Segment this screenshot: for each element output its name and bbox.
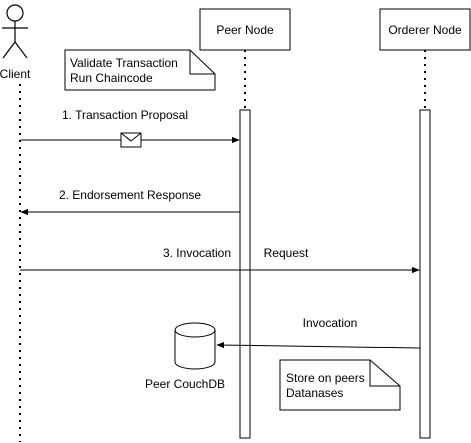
orderer-activation-bar	[419, 109, 431, 439]
store-note[interactable]	[279, 359, 401, 411]
validate-note[interactable]	[64, 49, 216, 91]
peer-node-box[interactable]	[199, 8, 291, 51]
validate-note-line2: Run Chaincode	[70, 71, 153, 85]
store-note-line2: Datanases	[286, 386, 343, 400]
orderer-node-label: Orderer Node	[388, 23, 462, 37]
invocation-request-label: 3. Invocation	[163, 246, 231, 260]
store-note-line1: Store on peers	[286, 371, 365, 385]
envelope-icon	[120, 132, 142, 148]
invocation-return-label: Invocation	[303, 316, 358, 330]
peer-node-label: Peer Node	[216, 23, 274, 37]
invocation-return-arrow[interactable]	[216, 341, 421, 349]
database-label: Peer CouchDB	[145, 377, 225, 391]
peer-activation-bar	[239, 109, 251, 439]
client-actor-icon	[2, 4, 28, 59]
endorsement-response-label: 2. Endorsement Response	[59, 188, 201, 202]
transaction-proposal-label: 1. Transaction Proposal	[62, 108, 188, 122]
validate-note-line1: Validate Transaction	[70, 56, 178, 70]
client-label: Client	[0, 67, 31, 81]
database-cylinder-icon[interactable]	[174, 322, 216, 370]
invocation-request-label-continued: Request	[264, 246, 309, 260]
